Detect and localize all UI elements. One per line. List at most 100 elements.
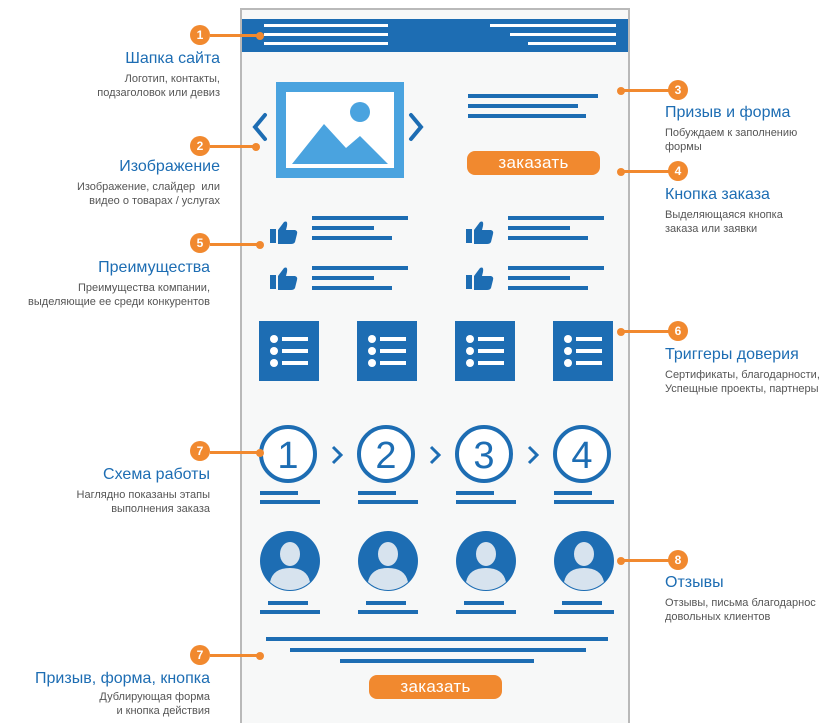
callout-description: Наглядно показаны этапы выполнения заказ… — [76, 489, 210, 515]
step-text-line — [456, 491, 494, 495]
callout-description: Побуждаем к заполнению формы — [665, 127, 798, 153]
advantage-text-line — [312, 276, 374, 280]
header-contact-line — [510, 33, 616, 36]
review-text-line — [268, 601, 308, 605]
callout-badge: 2 — [190, 136, 210, 156]
callout-dot — [252, 143, 260, 151]
header-text-line — [264, 42, 388, 45]
advantage-text-line — [508, 286, 588, 290]
callout-title: Триггеры доверия — [665, 346, 799, 363]
step-number: 2 — [375, 435, 396, 477]
header-text-line — [264, 24, 388, 27]
callout-badge: 4 — [668, 161, 688, 181]
advantage-text-line — [508, 236, 588, 240]
chevron-right-icon — [429, 445, 442, 465]
callout-title: Призыв и форма — [665, 104, 791, 121]
callout-badge: 5 — [190, 233, 210, 253]
review-text-line — [562, 601, 602, 605]
step-text-line — [358, 500, 418, 504]
review-text-line — [554, 610, 614, 614]
callout-connector — [210, 34, 260, 37]
callout-description: Выделяющаяся кнопка заказа или заявки — [665, 209, 783, 235]
callout-description: Сертификаты, благодарности, Успещные про… — [665, 369, 820, 395]
chevron-right-icon[interactable] — [408, 113, 424, 143]
step-number: 1 — [277, 435, 298, 477]
step-circle: 4 — [553, 425, 611, 483]
order-button-top[interactable]: заказать — [467, 151, 600, 175]
callout-title: Изображение — [119, 158, 220, 175]
step-number: 4 — [571, 435, 592, 477]
callout-badge: 7 — [190, 645, 210, 665]
callout-title: Отзывы — [665, 574, 724, 591]
callout-description: Дублирующая форма и кнопка действия — [99, 691, 210, 717]
callout-description: Отзывы, письма благодарнос довольных кли… — [665, 597, 816, 623]
step-text-line — [554, 500, 614, 504]
step-number: 3 — [473, 435, 494, 477]
callout-connector — [210, 654, 260, 657]
header-contact-line — [528, 42, 616, 45]
callout-badge: 6 — [668, 321, 688, 341]
callout-title: Схема работы — [103, 466, 210, 483]
callout-title: Шапка сайта — [125, 50, 220, 67]
advantage-text-line — [508, 216, 604, 220]
callout-description: Логотип, контакты, подзаголовок или деви… — [97, 73, 220, 99]
callout-title: Кнопка заказа — [665, 186, 770, 203]
user-avatar-icon — [358, 531, 418, 591]
advantage-text-line — [508, 226, 570, 230]
advantage-text-line — [312, 286, 392, 290]
bottom-cta-text-line — [266, 637, 608, 641]
step-circle: 1 — [259, 425, 317, 483]
chevron-right-icon — [331, 445, 344, 465]
advantage-text-line — [508, 276, 570, 280]
advantage-text-line — [312, 226, 374, 230]
list-document-icon — [357, 321, 417, 381]
callout-connector — [210, 243, 260, 246]
step-text-line — [554, 491, 592, 495]
cta-text-line — [468, 94, 598, 98]
user-avatar-icon — [554, 531, 614, 591]
callout-description: Преимущества компании, выделяющие ее сре… — [28, 282, 210, 308]
cta-text-line — [468, 114, 586, 118]
thumbs-up-icon — [466, 267, 494, 290]
cta-text-line — [468, 104, 578, 108]
chevron-left-icon[interactable] — [252, 113, 268, 143]
step-text-line — [260, 500, 320, 504]
thumbs-up-icon — [270, 267, 298, 290]
mockup-header-bar — [242, 19, 628, 52]
advantage-text-line — [508, 266, 604, 270]
callout-dot — [256, 32, 264, 40]
review-text-line — [456, 610, 516, 614]
order-button-bottom[interactable]: заказать — [369, 675, 502, 699]
callout-badge: 7 — [190, 441, 210, 461]
review-text-line — [358, 610, 418, 614]
step-text-line — [358, 491, 396, 495]
callout-connector — [621, 559, 671, 562]
list-document-icon — [259, 321, 319, 381]
callout-connector — [210, 451, 260, 454]
review-text-line — [260, 610, 320, 614]
step-text-line — [456, 500, 516, 504]
callout-dot — [256, 652, 264, 660]
callout-connector — [621, 170, 671, 173]
callout-connector — [210, 145, 256, 148]
callout-description: Изображение, слайдер или видео о товарах… — [76, 181, 220, 207]
callout-connector — [621, 330, 671, 333]
advantage-text-line — [312, 216, 408, 220]
chevron-right-icon — [527, 445, 540, 465]
step-circle: 3 — [455, 425, 513, 483]
advantage-text-line — [312, 266, 408, 270]
callout-badge: 3 — [668, 80, 688, 100]
review-text-line — [366, 601, 406, 605]
callout-title: Преимущества — [98, 259, 210, 276]
thumbs-up-icon — [270, 221, 298, 244]
header-text-line — [264, 33, 388, 36]
user-avatar-icon — [456, 531, 516, 591]
callout-badge: 8 — [668, 550, 688, 570]
callout-title: Призыв, форма, кнопка — [35, 670, 210, 687]
step-text-line — [260, 491, 298, 495]
callout-dot — [256, 241, 264, 249]
advantage-text-line — [312, 236, 392, 240]
callout-dot — [256, 449, 264, 457]
review-text-line — [464, 601, 504, 605]
